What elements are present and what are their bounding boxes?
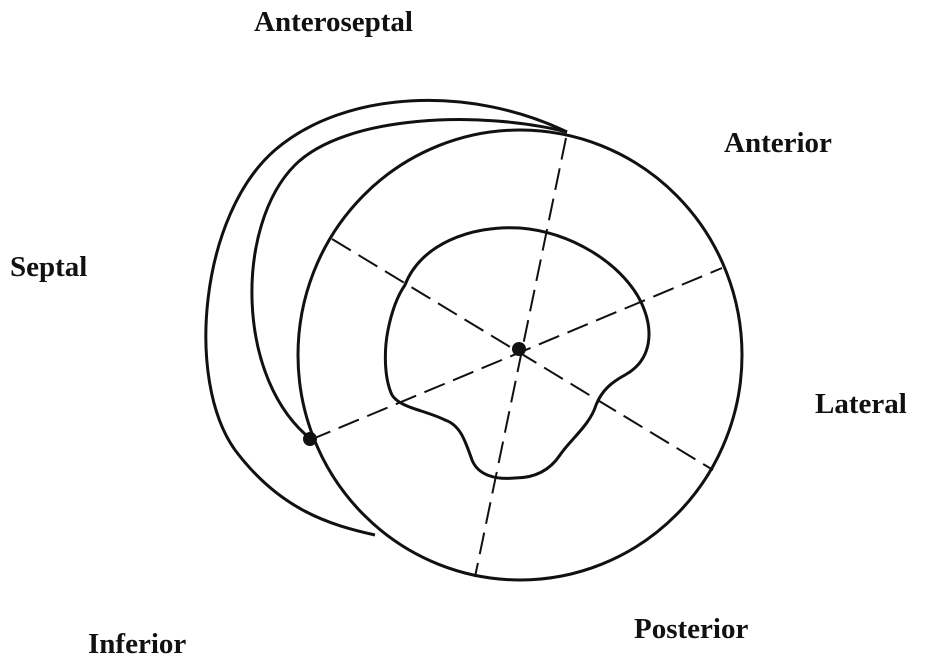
right-ventricle-inner-wall bbox=[252, 120, 567, 440]
label-anterior: Anterior bbox=[724, 129, 832, 158]
septal-insertion-point bbox=[303, 432, 317, 446]
label-septal: Septal bbox=[10, 253, 87, 282]
center-point bbox=[512, 342, 526, 356]
label-posterior: Posterior bbox=[634, 615, 748, 644]
label-lateral: Lateral bbox=[815, 390, 907, 419]
label-inferior: Inferior bbox=[88, 630, 186, 659]
label-anteroseptal: Anteroseptal bbox=[254, 8, 413, 37]
right-ventricle-outer-wall bbox=[206, 100, 567, 535]
axis-anteroseptal-posterior bbox=[475, 138, 566, 577]
